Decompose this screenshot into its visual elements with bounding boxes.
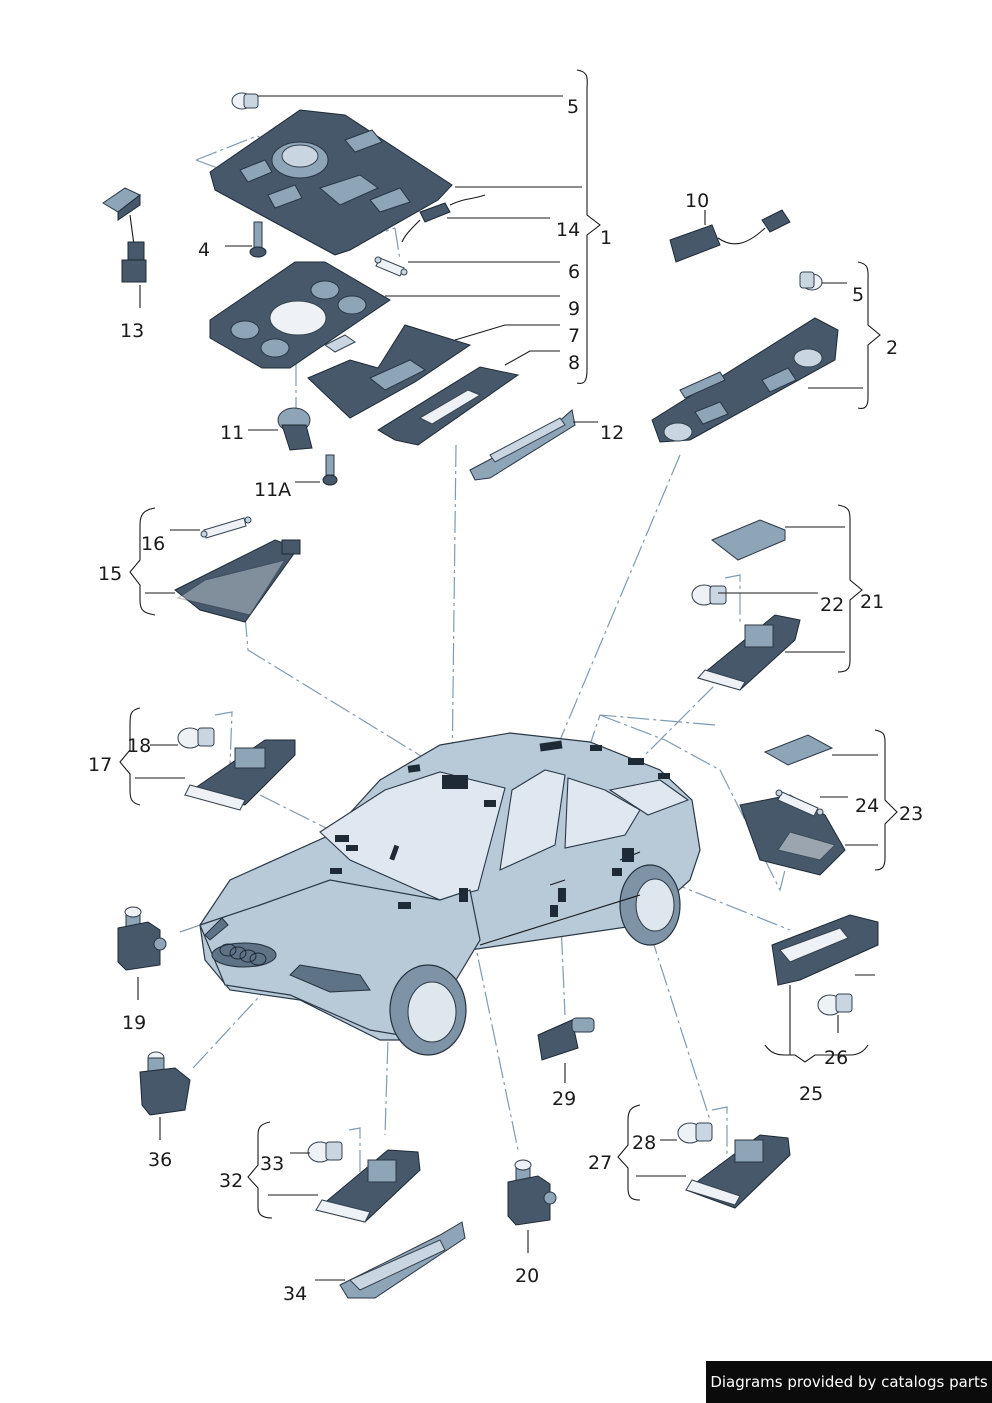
callout-15: 15 xyxy=(98,563,122,585)
callout-17: 17 xyxy=(88,754,112,776)
part-10-harness-module xyxy=(669,209,791,263)
rear-wheel xyxy=(619,864,681,946)
callout-2: 2 xyxy=(886,337,898,359)
part-13-sensor xyxy=(102,187,147,283)
callout-13: 13 xyxy=(120,320,144,342)
part-29-switch xyxy=(537,1017,595,1061)
callout-23: 23 xyxy=(899,803,923,825)
leader-lines xyxy=(135,95,878,1281)
part-12-bracket xyxy=(469,409,576,481)
callout-19: 19 xyxy=(122,1012,146,1034)
part-4-screw xyxy=(249,221,267,258)
callout-34: 34 xyxy=(283,1283,307,1305)
part-7-cover xyxy=(307,324,472,419)
part-36-switch xyxy=(139,1051,191,1116)
part-2-roof-console xyxy=(651,317,839,443)
callout-9: 9 xyxy=(568,298,580,320)
part-6-festoon-bulb xyxy=(374,256,408,277)
callout-10: 10 xyxy=(685,190,709,212)
part-34-trim xyxy=(339,1221,466,1299)
callout-22: 22 xyxy=(820,594,844,616)
callout-11a: 11A xyxy=(254,479,291,501)
callout-28: 28 xyxy=(632,1132,656,1154)
callout-5: 5 xyxy=(567,96,579,118)
part-19-door-switch xyxy=(117,906,167,971)
part-5-bulb-right xyxy=(799,271,823,291)
callout-labels: 5 1 14 6 9 7 8 4 13 11 11A 12 10 5 2 16 … xyxy=(88,96,923,1305)
part-20-door-switch xyxy=(507,1159,557,1226)
callout-12: 12 xyxy=(600,422,624,444)
callout-6: 6 xyxy=(568,261,580,283)
part-16-festoon-bulb xyxy=(200,516,252,539)
part-14-switch-harness xyxy=(401,194,486,243)
callout-14: 14 xyxy=(556,219,580,241)
part-22-bulb xyxy=(691,584,727,606)
callout-20: 20 xyxy=(515,1265,539,1287)
part-11-knob xyxy=(277,407,313,451)
callout-5-right: 5 xyxy=(852,284,864,306)
part-11a-screw xyxy=(322,454,338,486)
part-9-base-plate xyxy=(209,261,391,369)
part-26-bulb xyxy=(817,993,853,1016)
callout-33: 33 xyxy=(260,1153,284,1175)
callout-4: 4 xyxy=(198,239,210,261)
callout-11: 11 xyxy=(220,422,244,444)
part-8-trim xyxy=(377,366,520,446)
group-brackets xyxy=(119,69,898,1219)
part-24-festoon-bulb xyxy=(775,789,824,817)
callout-29: 29 xyxy=(552,1088,576,1110)
part-32-door-lamp xyxy=(314,1149,421,1223)
part-17-door-lamp xyxy=(183,739,296,811)
callout-8: 8 xyxy=(568,352,580,374)
part-15-interior-lamp xyxy=(174,539,301,623)
part-28-bulb xyxy=(677,1122,713,1144)
callout-16: 16 xyxy=(141,533,165,555)
audi-rings-logo xyxy=(219,943,267,966)
part-27-door-lamp xyxy=(684,1134,791,1209)
callout-21: 21 xyxy=(860,591,884,613)
part-25-license-lamp xyxy=(771,914,879,986)
callout-26: 26 xyxy=(824,1047,848,1069)
part-18-bulb xyxy=(177,727,215,749)
part-5-bulb-top xyxy=(231,92,259,110)
mount-location-marks xyxy=(330,740,670,917)
part-1-overhead-console xyxy=(209,109,453,256)
part-21-door-lamp xyxy=(696,519,801,691)
callout-27: 27 xyxy=(588,1152,612,1174)
part-33-bulb xyxy=(307,1141,343,1163)
callout-36: 36 xyxy=(148,1149,172,1171)
callout-24: 24 xyxy=(855,795,879,817)
callout-1: 1 xyxy=(600,227,612,249)
callout-32: 32 xyxy=(219,1170,243,1192)
callout-18: 18 xyxy=(127,735,151,757)
front-wheel xyxy=(389,964,467,1056)
credit-banner: Diagrams provided by catalogs parts xyxy=(706,1361,992,1403)
car-illustration xyxy=(199,732,701,1056)
callout-25: 25 xyxy=(799,1083,823,1105)
callout-7: 7 xyxy=(568,325,580,347)
